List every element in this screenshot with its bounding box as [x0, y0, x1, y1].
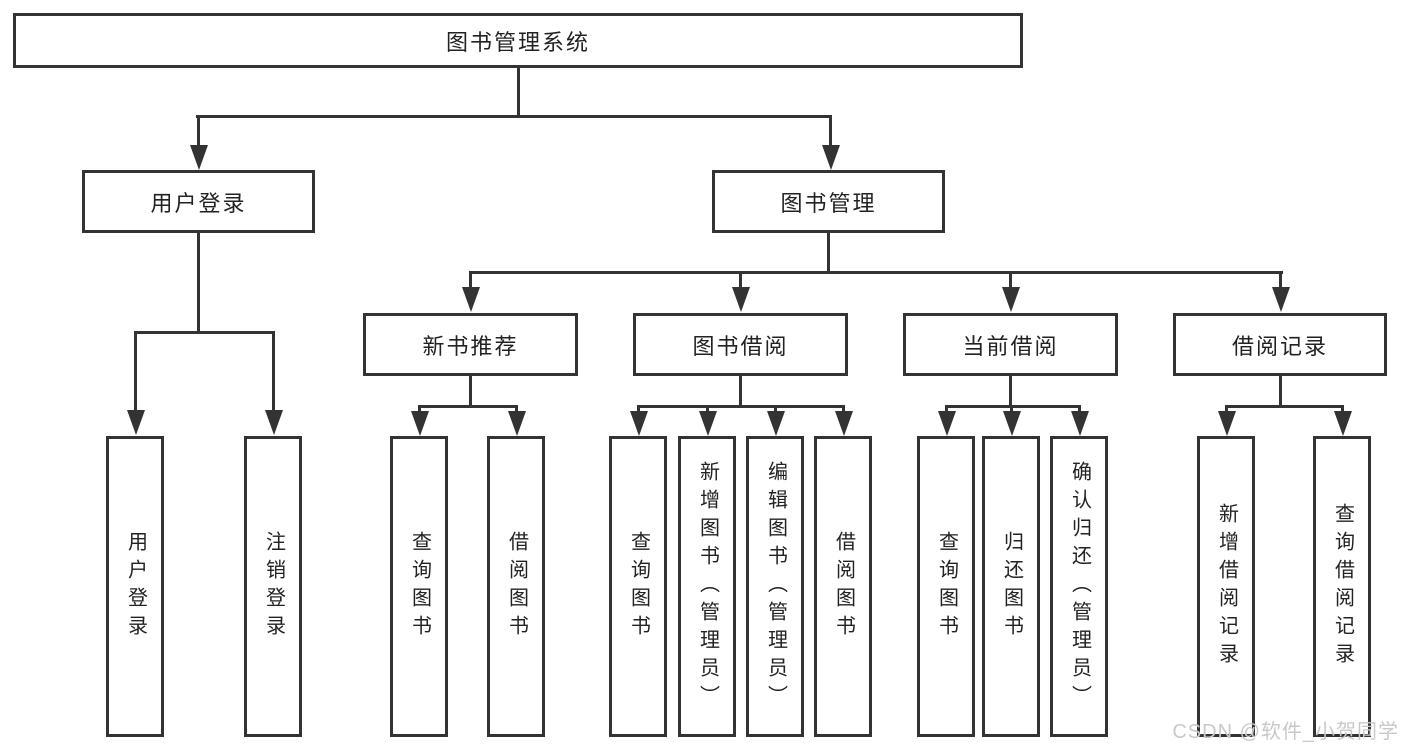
connector-book-borrow-hline [637, 405, 845, 408]
connector-book-management-stem [827, 233, 830, 273]
arrow-to-leaf-query-book-1 [410, 405, 429, 436]
arrow-to-leaf-logout [264, 331, 283, 435]
node-user-login-label: 用户登录 [150, 190, 247, 216]
leaf-add-book-admin: 新增图书（管理员） [678, 436, 736, 737]
leaf-query-book-2: 查询图书 [609, 436, 667, 737]
arrow-to-leaf-add-book [698, 405, 717, 436]
leaf-edit-book-admin-label: 编辑图书（管理员） [764, 460, 787, 713]
arrow-to-leaf-borrow-book-1 [507, 405, 526, 436]
node-user-login: 用户登录 [82, 170, 315, 233]
leaf-logout-label: 注销登录 [262, 530, 285, 643]
arrow-to-leaf-return-book [1002, 405, 1021, 436]
arrow-to-current-borrow [1001, 271, 1020, 312]
leaf-query-book-3-label: 查询图书 [935, 530, 958, 643]
leaf-borrow-book-2-label: 借阅图书 [832, 530, 855, 643]
connector-current-borrow-stem [1009, 376, 1012, 407]
node-borrow-records-label: 借阅记录 [1231, 333, 1328, 359]
leaf-borrow-book-1: 借阅图书 [487, 436, 545, 737]
leaf-query-book-2-label: 查询图书 [627, 530, 650, 643]
leaf-return-book-label: 归还图书 [1000, 530, 1023, 643]
node-book-management: 图书管理 [712, 170, 945, 233]
leaf-user-login: 用户登录 [106, 436, 164, 737]
arrow-to-leaf-query-book-3 [937, 405, 956, 436]
arrow-to-borrow-records [1271, 271, 1290, 312]
connector-borrow-records-hline [1225, 405, 1344, 408]
node-book-borrow-label: 图书借阅 [692, 333, 789, 359]
connector-root-stem [517, 68, 520, 118]
connector-borrow-records-stem [1279, 376, 1282, 407]
arrow-to-new-book-recommend [461, 271, 480, 312]
connector-book-management-hline [469, 271, 1283, 274]
leaf-user-login-label: 用户登录 [124, 530, 147, 643]
connector-book-borrow-stem [739, 376, 742, 407]
connector-new-book-hline [418, 405, 518, 408]
leaf-confirm-return-admin: 确认归还（管理员） [1050, 436, 1108, 737]
arrow-to-leaf-query-record [1333, 405, 1352, 436]
node-current-borrow-label: 当前借阅 [962, 333, 1059, 359]
node-borrow-records: 借阅记录 [1173, 313, 1387, 376]
node-root: 图书管理系统 [13, 13, 1023, 68]
connector-user-login-stem [197, 233, 200, 333]
node-book-management-label: 图书管理 [780, 190, 877, 216]
leaf-query-book-1-label: 查询图书 [408, 530, 431, 643]
connector-current-borrow-hline [945, 405, 1081, 408]
connector-root-hline [196, 115, 832, 118]
arrow-to-leaf-borrow-book-2 [834, 405, 853, 436]
node-new-book-recommend-label: 新书推荐 [422, 333, 519, 359]
leaf-add-borrow-record: 新增借阅记录 [1197, 436, 1255, 737]
leaf-edit-book-admin: 编辑图书（管理员） [746, 436, 804, 737]
watermark: CSDN @软件_小贺同学 [1172, 721, 1399, 743]
arrow-to-user-login [189, 115, 208, 170]
arrow-to-leaf-query-book-2 [629, 405, 648, 436]
leaf-logout: 注销登录 [244, 436, 302, 737]
connector-user-login-hline [134, 331, 275, 334]
arrow-to-leaf-add-record [1217, 405, 1236, 436]
node-current-borrow: 当前借阅 [903, 313, 1118, 376]
leaf-add-book-admin-label: 新增图书（管理员） [696, 460, 719, 713]
arrow-to-leaf-edit-book [766, 405, 785, 436]
leaf-return-book: 归还图书 [982, 436, 1040, 737]
node-new-book-recommend: 新书推荐 [363, 313, 578, 376]
arrow-to-book-management [821, 115, 840, 170]
arrow-to-leaf-confirm-return [1070, 405, 1089, 436]
connector-new-book-stem [469, 376, 472, 407]
leaf-query-book-1: 查询图书 [390, 436, 448, 737]
node-book-borrow: 图书借阅 [633, 313, 848, 376]
leaf-borrow-book-1-label: 借阅图书 [505, 530, 528, 643]
leaf-query-book-3: 查询图书 [917, 436, 975, 737]
arrow-to-book-borrow [731, 271, 750, 312]
leaf-borrow-book-2: 借阅图书 [814, 436, 872, 737]
leaf-add-borrow-record-label: 新增借阅记录 [1215, 502, 1238, 671]
leaf-confirm-return-admin-label: 确认归还（管理员） [1068, 460, 1091, 713]
arrow-to-leaf-user-login [126, 331, 145, 435]
leaf-query-borrow-record-label: 查询借阅记录 [1331, 502, 1354, 671]
node-root-label: 图书管理系统 [445, 29, 590, 55]
leaf-query-borrow-record: 查询借阅记录 [1313, 436, 1371, 737]
